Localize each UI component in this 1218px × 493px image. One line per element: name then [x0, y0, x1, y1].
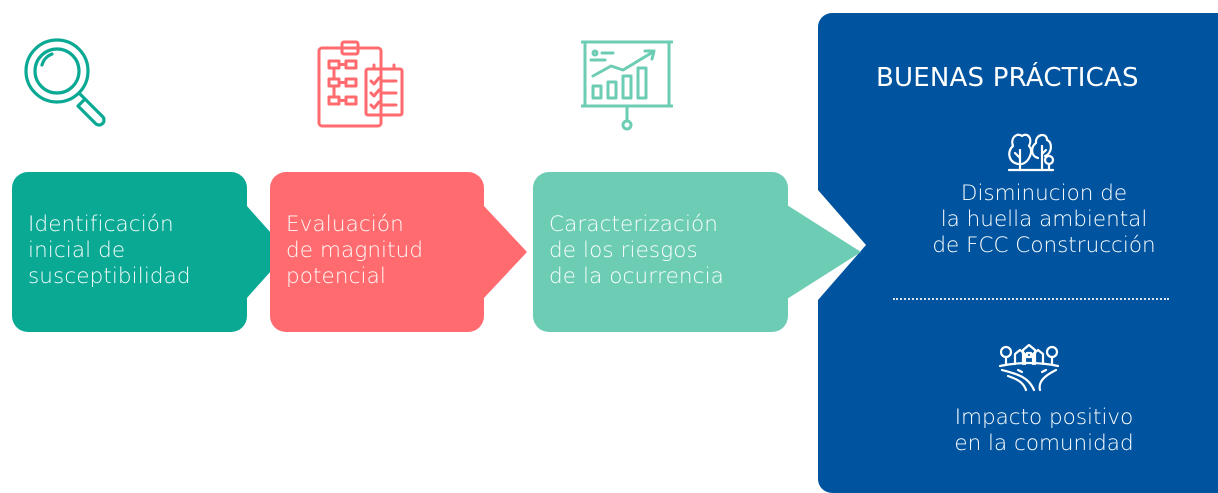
panel-title: BUENAS PRÁCTICAS — [876, 63, 1139, 93]
flow-arrow — [787, 205, 861, 299]
clipboard-flowchart-icon — [316, 39, 408, 129]
practice-impacto-comunidad: Impacto positivo en la comunidad — [954, 405, 1134, 456]
step-identificacion: Identificación inicial de susceptibilida… — [12, 172, 247, 332]
flow-arrow — [483, 205, 527, 299]
step-label: Caracterización de los riesgos de la ocu… — [549, 212, 724, 289]
step-label: Identificación inicial de susceptibilida… — [28, 212, 191, 289]
trees-icon — [1005, 124, 1055, 172]
presentation-chart-icon — [581, 38, 673, 133]
step-label: Evaluación de magnitud potencial — [286, 212, 424, 289]
divider — [893, 298, 1169, 300]
buenas-practicas-panel — [818, 13, 1218, 493]
step-evaluacion: Evaluación de magnitud potencial — [270, 172, 484, 332]
step-caracterizacion: Caracterización de los riesgos de la ocu… — [533, 172, 788, 332]
magnifier-icon — [22, 35, 114, 129]
village-road-icon — [998, 342, 1060, 392]
practice-huella-ambiental: Disminucion de la huella ambiental de FC… — [932, 181, 1156, 258]
